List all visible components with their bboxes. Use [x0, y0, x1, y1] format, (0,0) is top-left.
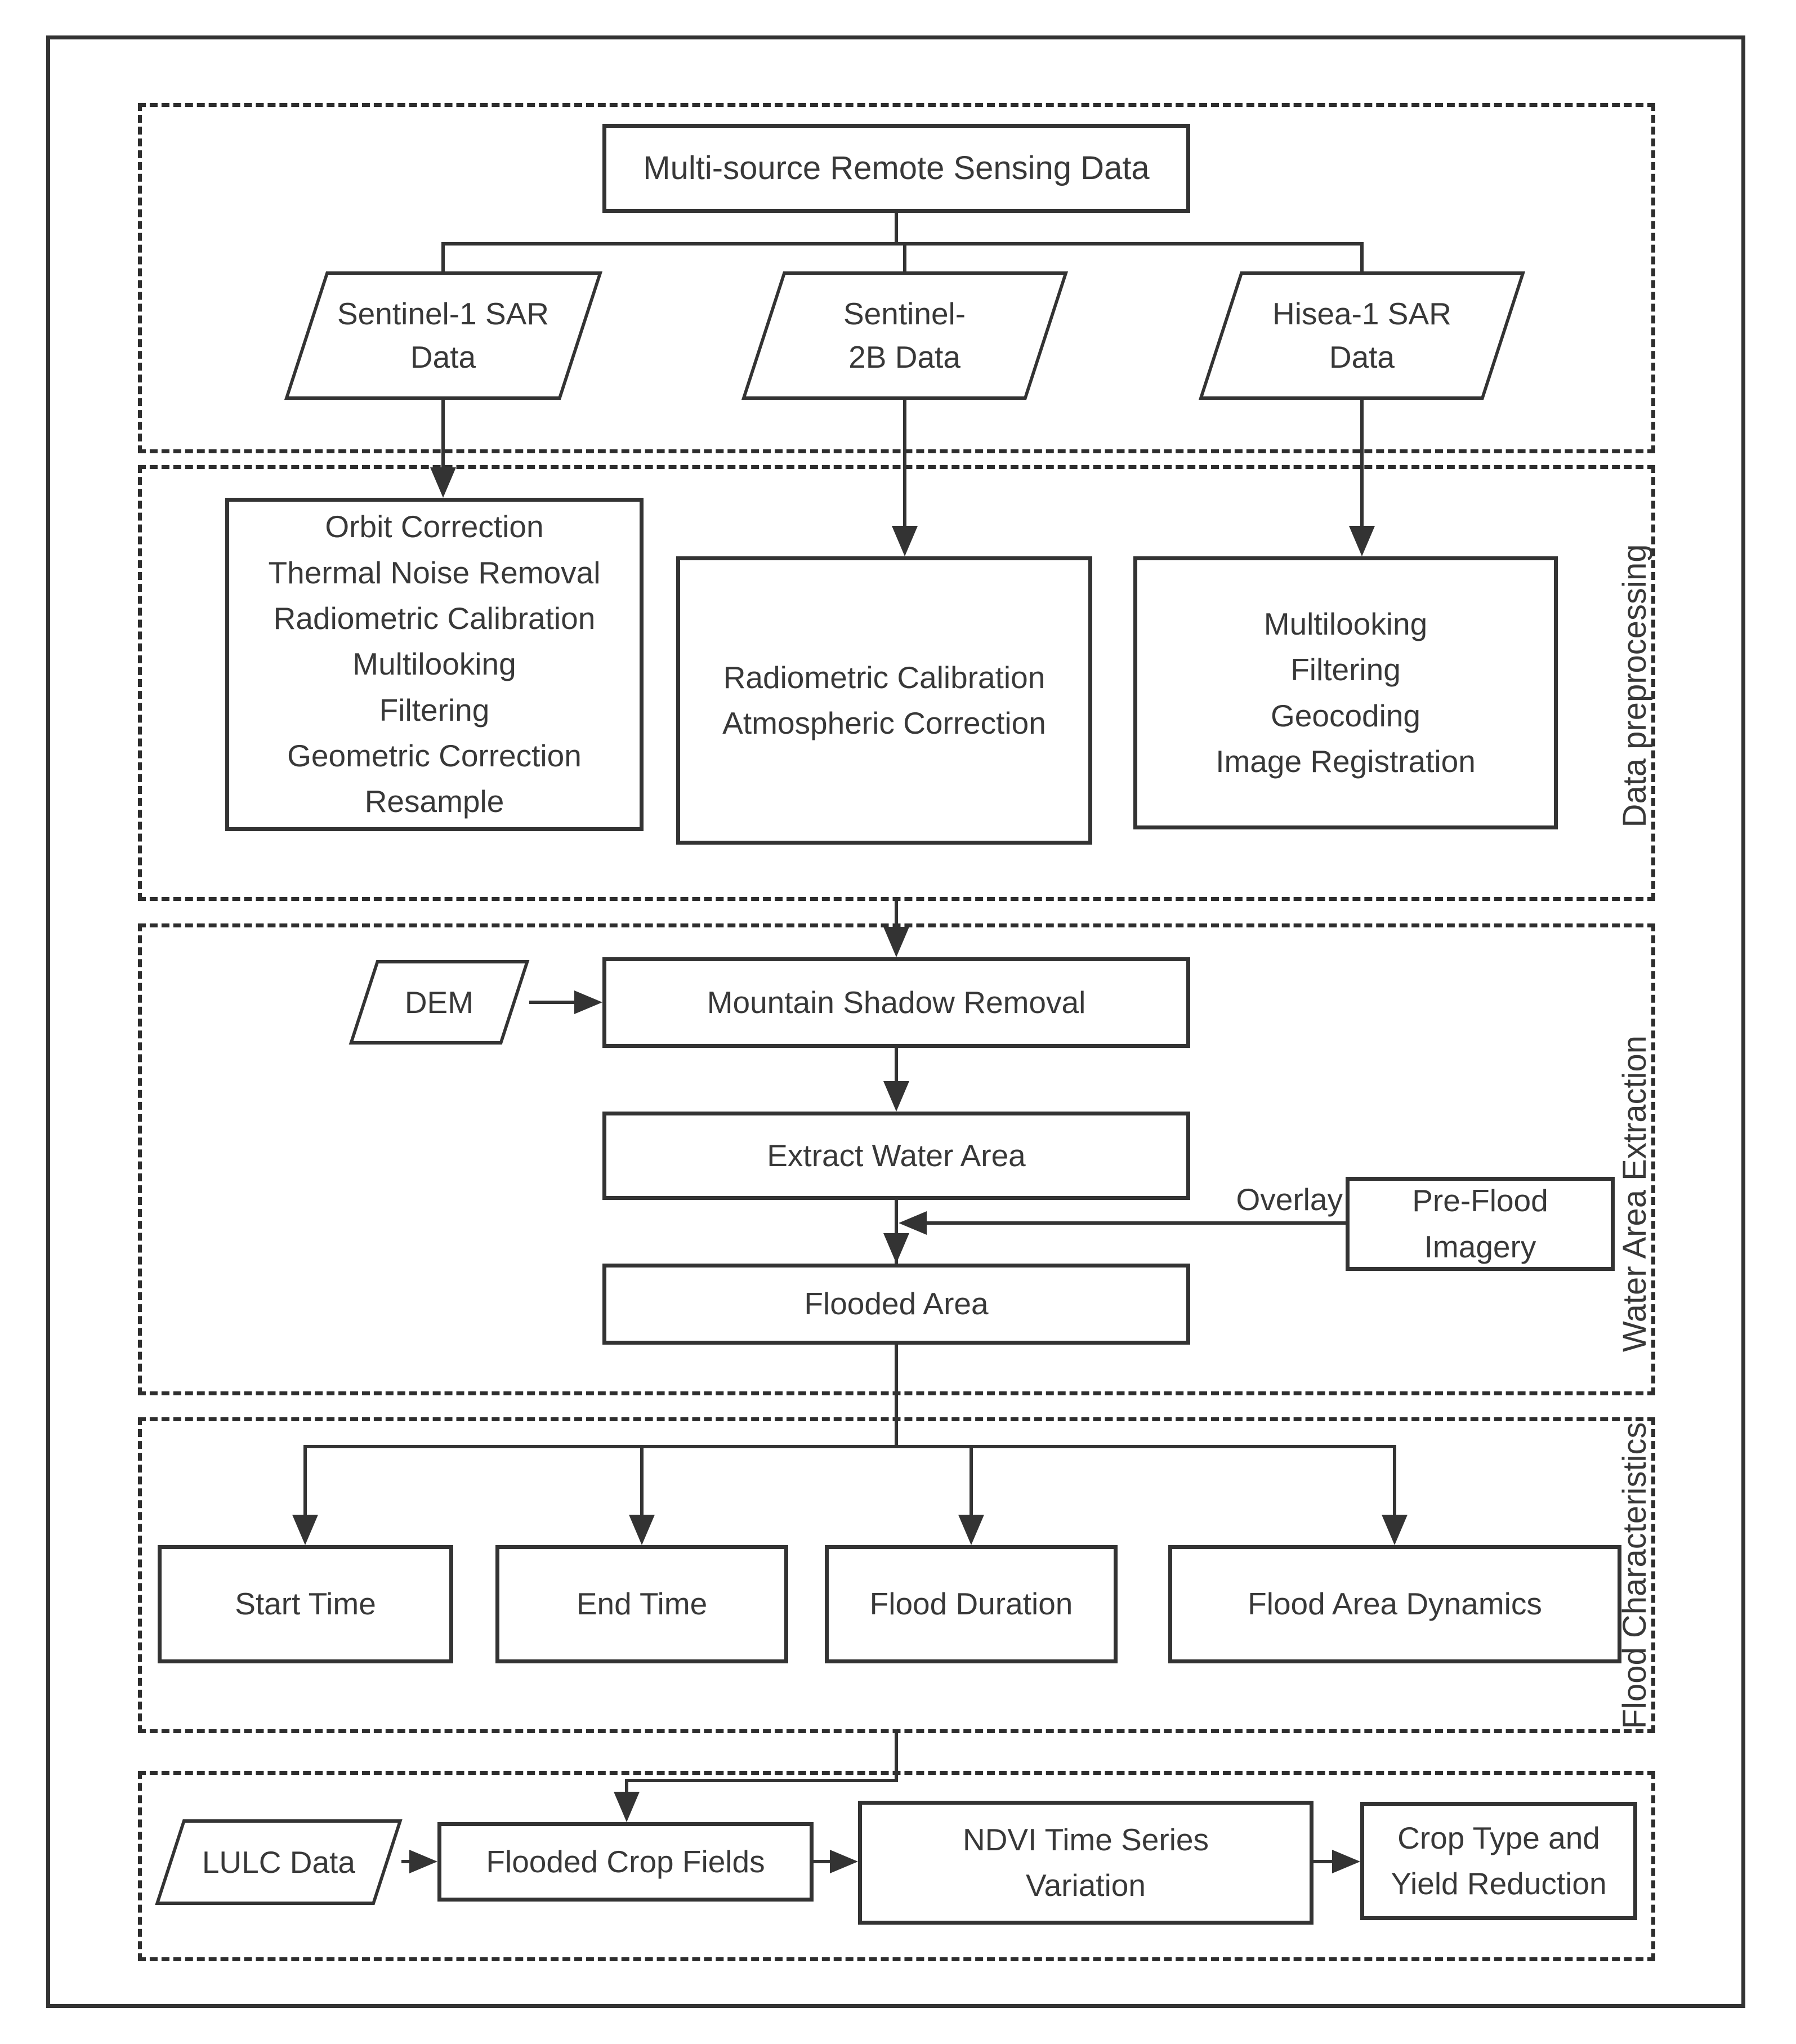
arrowhead-flooded-crop-fields	[614, 1792, 640, 1822]
connector-source-to-branch	[895, 213, 898, 242]
connector-hisea-to-prep3	[1360, 400, 1364, 528]
node-mountain-shadow-removal: Mountain Shadow Removal	[602, 957, 1190, 1048]
connector-prep-to-shadow	[895, 901, 898, 927]
node-sentinel1-sar-data: Sentinel-1 SAR Data	[284, 271, 603, 400]
arrowhead-extract	[883, 1081, 909, 1112]
connector-crop-fields-to-ndvi	[814, 1860, 836, 1863]
node-sentinel2b-data: Sentinel- 2B Data	[741, 271, 1069, 400]
overlay-label: Overlay	[1236, 1182, 1343, 1217]
connector-drop-hisea1	[1360, 242, 1364, 271]
arrowhead-flooded	[883, 1233, 909, 1264]
connector-drop-flood-area-dynamics	[1393, 1445, 1396, 1515]
arrowhead-flood-area-dynamics	[1382, 1515, 1408, 1545]
arrowhead-shadow	[883, 927, 909, 957]
connector-ndvi-to-crop-type	[1314, 1860, 1338, 1863]
arrowhead-dem	[574, 990, 602, 1014]
node-extract-water-area: Extract Water Area	[602, 1112, 1190, 1200]
connector-characteristics-down	[895, 1733, 898, 1780]
side-label-data-preprocessing: Data preprocessing	[1616, 544, 1653, 828]
connector-s1-to-prep1	[441, 400, 445, 470]
node-lulc-data-label: LULC Data	[202, 1844, 356, 1880]
section-data-preprocessing	[138, 465, 1655, 901]
node-dem: DEM	[349, 960, 530, 1045]
side-label-water-area-extraction: Water Area Extraction	[1616, 1036, 1653, 1352]
connector-drop-flood-duration	[970, 1445, 973, 1515]
arrowhead-ndvi	[830, 1850, 858, 1873]
connector-dem-to-shadow	[529, 1001, 574, 1004]
node-prep-hisea1-steps: Multilooking Filtering Geocoding Image R…	[1133, 556, 1558, 829]
arrowhead-crop-fields	[409, 1850, 437, 1873]
node-end-time: End Time	[495, 1545, 788, 1663]
connector-shadow-to-extract	[895, 1048, 898, 1081]
node-ndvi-time-series: NDVI Time Series Variation	[858, 1801, 1314, 1925]
connector-jog-left	[625, 1779, 898, 1782]
node-hisea1-sar-data: Hisea-1 SAR Data	[1198, 271, 1526, 400]
node-flood-duration: Flood Duration	[825, 1545, 1118, 1663]
connector-branch-characteristics	[303, 1445, 1396, 1448]
connector-drop-sentinel1	[441, 242, 445, 271]
connector-branch-top	[441, 242, 1364, 246]
node-pre-flood-imagery: Pre-Flood Imagery	[1346, 1177, 1615, 1271]
node-crop-type-yield: Crop Type and Yield Reduction	[1360, 1802, 1637, 1920]
outer-border	[46, 35, 1745, 2008]
node-flood-area-dynamics: Flood Area Dynamics	[1168, 1545, 1621, 1663]
connector-drop-end-time	[640, 1445, 644, 1515]
node-lulc-data: LULC Data	[155, 1819, 403, 1905]
connector-jog-down	[625, 1779, 628, 1794]
node-multi-source-data: Multi-source Remote Sensing Data	[602, 124, 1190, 213]
arrowhead-start-time	[292, 1515, 318, 1545]
node-sentinel1-sar-data-label: Sentinel-1 SAR Data	[337, 296, 549, 374]
connector-extract-to-flooded	[895, 1200, 898, 1264]
connector-lulc-to-crop-fields	[401, 1860, 413, 1863]
connector-drop-sentinel2b	[903, 242, 906, 271]
arrowhead-crop-type	[1332, 1850, 1360, 1873]
arrowhead-prep2	[892, 526, 918, 556]
node-flooded-area: Flooded Area	[602, 1264, 1190, 1345]
node-dem-label: DEM	[404, 984, 474, 1020]
node-flooded-crop-fields: Flooded Crop Fields	[437, 1822, 814, 1902]
section-input-data	[138, 103, 1655, 453]
connector-s2b-to-prep2	[903, 400, 906, 528]
arrowhead-prep3	[1349, 526, 1375, 556]
connector-drop-start-time	[303, 1445, 307, 1515]
arrowhead-end-time	[629, 1515, 655, 1545]
node-hisea1-sar-data-label: Hisea-1 SAR Data	[1272, 296, 1451, 374]
arrowhead-overlay	[899, 1211, 927, 1235]
node-prep-sentinel2b-steps: Radiometric Calibration Atmospheric Corr…	[676, 556, 1092, 845]
node-prep-sentinel1-steps: Orbit Correction Thermal Noise Removal R…	[225, 498, 644, 831]
connector-flooded-to-branch	[895, 1345, 898, 1445]
arrowhead-flood-duration	[958, 1515, 984, 1545]
connector-preflood-overlay	[906, 1221, 1346, 1225]
arrowhead-prep1	[430, 467, 456, 498]
node-sentinel2b-data-label: Sentinel- 2B Data	[843, 296, 966, 374]
node-start-time: Start Time	[158, 1545, 453, 1663]
